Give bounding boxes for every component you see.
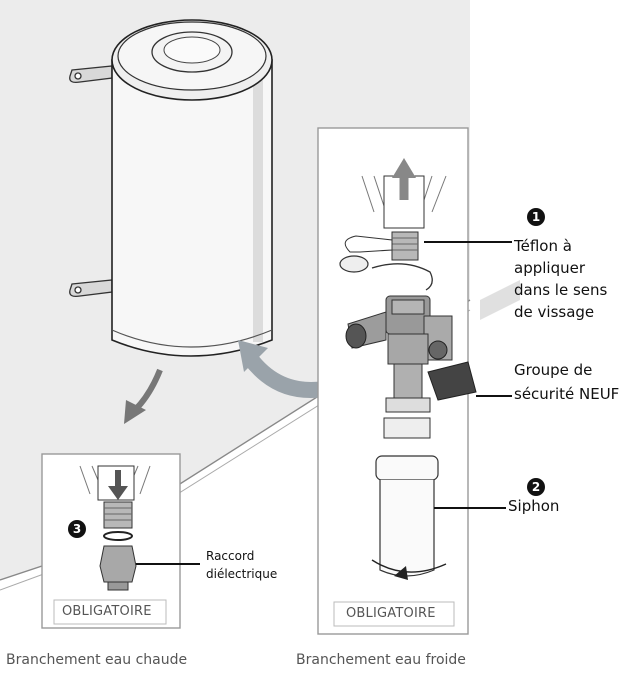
cold-connection-caption: Branchement eau froide [296,652,466,668]
safety-group-valve [345,295,477,413]
cold-badge-obligatoire: OBLIGATOIRE [346,606,436,621]
hot-badge-obligatoire: OBLIGATOIRE [62,604,152,619]
dielectric-fitting [99,545,137,583]
hot-down-arrowhead [108,486,128,500]
safety-group-label-line-2: sécurité NEUF [514,385,620,403]
dielectric-label-line-1: Raccord [206,549,255,563]
cold-badge-box [333,601,455,627]
cold-up-arrowhead [392,158,416,178]
teflon-label-line-4: de vissage [514,303,595,321]
bracket-bottom [69,279,113,298]
teflon-roll [339,255,369,273]
hot-flow-arrowhead [124,400,146,424]
cold-flow-arrowhead [238,340,268,372]
cold-nipple [391,231,419,261]
dielectric-label-line-2: diélectrique [206,567,278,581]
teflon-label-line-1: Téflon à [514,237,572,255]
hot-connection-caption: Branchement eau chaude [6,652,188,668]
hot-nipple-thread [104,507,132,521]
hot-gasket [103,531,133,541]
bracket-top [69,65,113,84]
safety-group-label-line-1: Groupe de [514,361,593,379]
water-heater-tank [111,19,273,357]
teflon-screw-arc [371,263,433,291]
siphon-assembly [371,417,447,580]
dielectric-fitting-base [107,581,129,591]
hot-nipple [103,501,133,529]
teflon-tape [344,235,393,253]
hot-badge-box [53,599,167,625]
teflon-label-line-3: dans le sens [514,281,608,299]
wall-right-strip [480,280,520,320]
siphon-label: Siphon [508,497,560,515]
teflon-label-line-2: appliquer [514,259,585,277]
number-badge-2: 2 [527,478,545,496]
number-badge-1: 1 [527,208,545,226]
number-badge-3: 3 [68,520,86,538]
